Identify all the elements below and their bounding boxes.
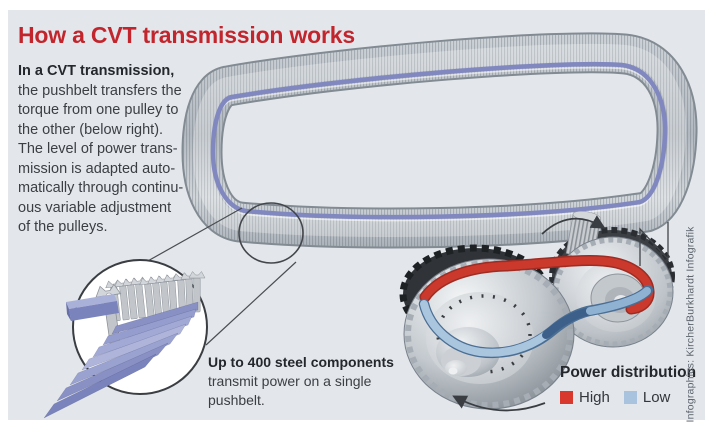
legend-row: High Low	[560, 389, 696, 406]
low-swatch-icon	[623, 391, 637, 404]
intro-line: matically through continu-	[18, 180, 184, 196]
intro-line: the other (below right).	[18, 121, 164, 138]
high-swatch-icon	[560, 391, 573, 404]
legend-label-high: High	[579, 389, 610, 406]
legend-label-low: Low	[642, 389, 671, 406]
intro-line: The level of power trans-	[18, 141, 178, 157]
intro-line: ous variable adjustment	[18, 199, 172, 216]
intro-line: of the pulleys.	[18, 219, 108, 235]
intro-line: torque from one pulley to	[18, 102, 179, 118]
intro-line: the pushbelt transfers the	[18, 82, 182, 99]
note-line: pushbelt.	[208, 392, 265, 408]
credit-text: Infographics: KircherBurkhardt Infografi…	[684, 226, 697, 423]
note-line: transmit power on a single	[208, 373, 372, 389]
intro-text: In a CVT transmission, the pushbelt tran…	[18, 62, 218, 238]
pushbelt-note: Up to 400 steel components transmit powe…	[208, 353, 408, 410]
intro-lead: In a CVT transmission,	[18, 63, 175, 79]
page-title: How a CVT transmission works	[18, 22, 355, 48]
legend-title: Power distribution	[560, 364, 697, 381]
intro-line: mission is adapted auto-	[18, 160, 176, 177]
note-lead: Up to 400 steel components	[208, 354, 394, 370]
power-distribution-legend: Power distribution High Low	[560, 364, 696, 406]
